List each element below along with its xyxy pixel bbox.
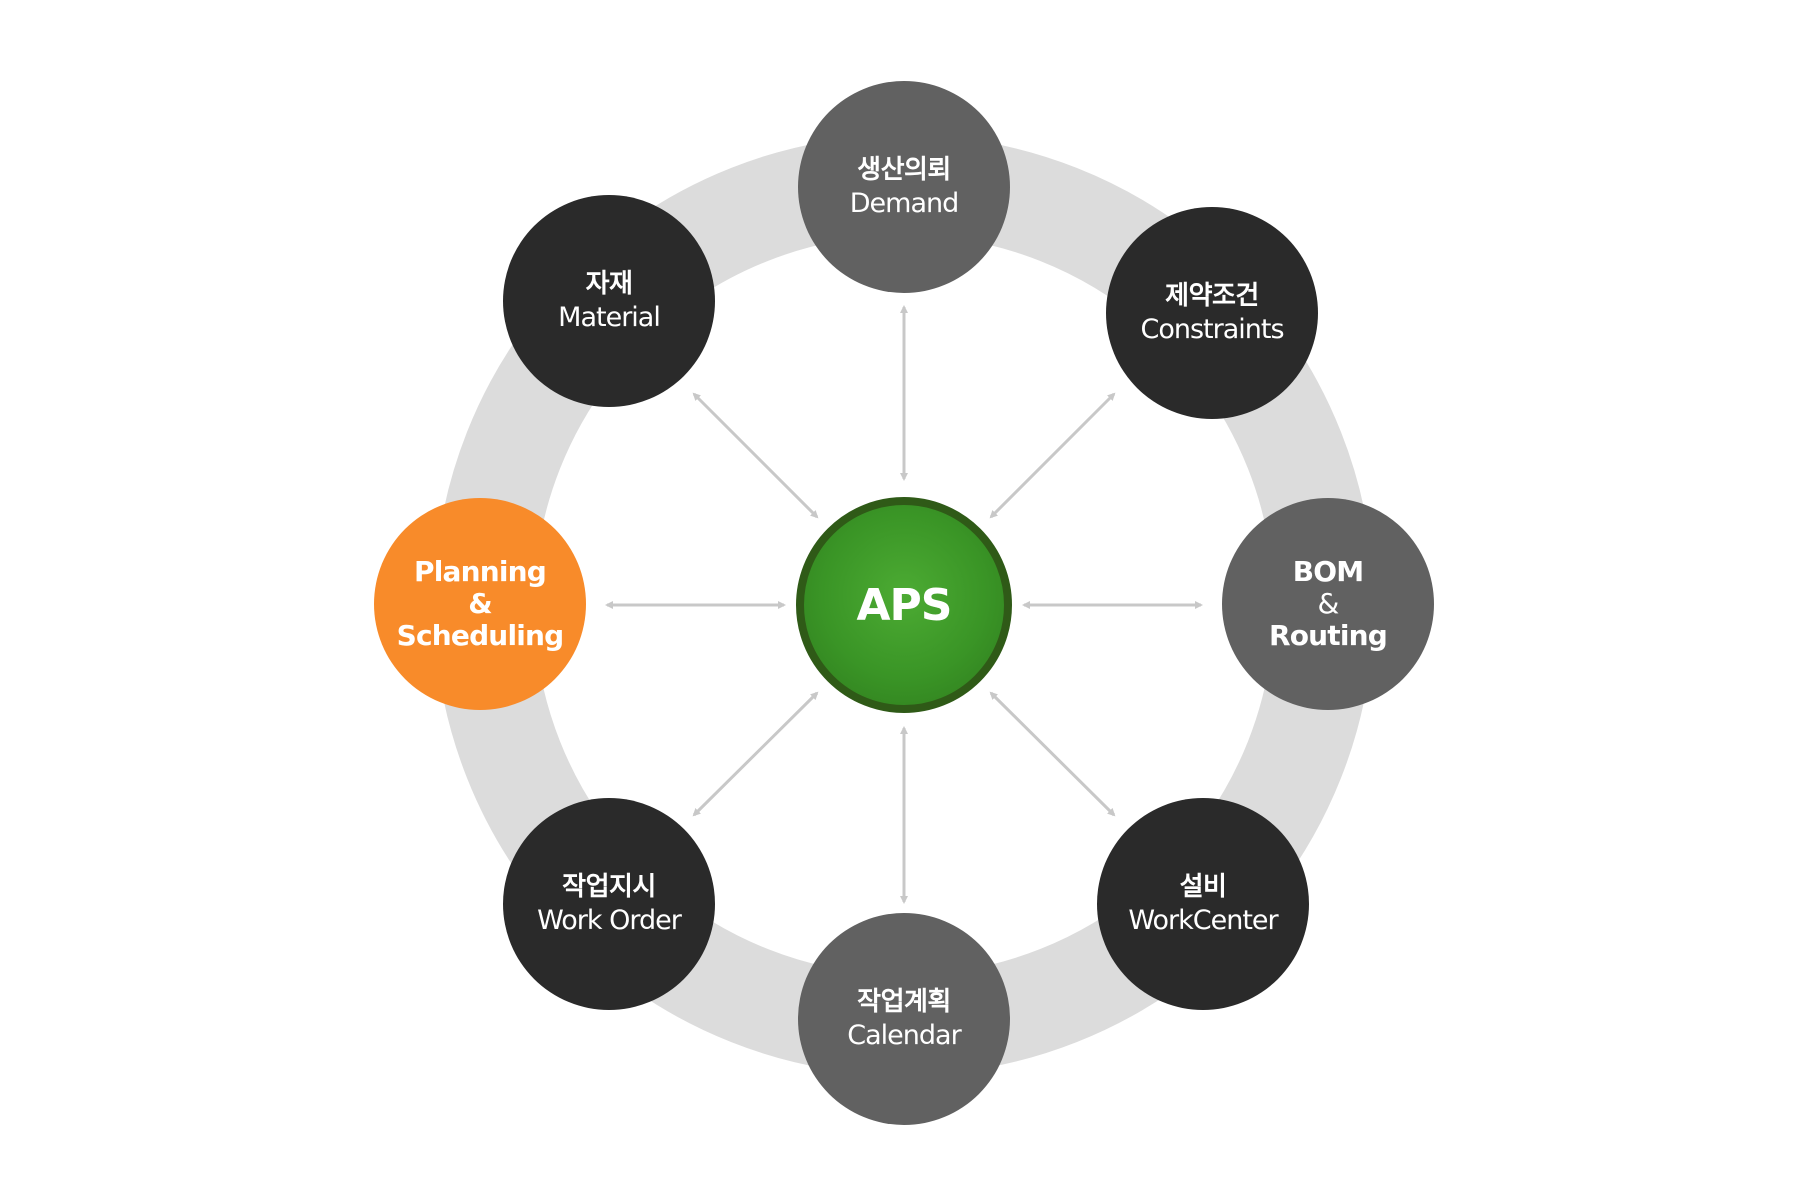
node-planning-scheduling-amp: & — [468, 587, 492, 620]
aps-center-label: APS — [856, 579, 953, 631]
node-material-en: Material — [558, 302, 661, 333]
node-bom-routing-top: BOM — [1292, 555, 1364, 588]
node-workcenter-ko: 설비 — [1179, 872, 1227, 902]
aps-center-node: APS — [796, 497, 1012, 713]
node-work-order: 작업지시 Work Order — [503, 798, 715, 1010]
node-material: 자재 Material — [503, 195, 715, 407]
node-planning-scheduling-top: Planning — [413, 555, 547, 588]
node-planning-scheduling: Planning & Scheduling — [374, 498, 586, 710]
node-material-ko: 자재 — [585, 269, 633, 299]
node-calendar: 작업계획 Calendar — [798, 913, 1010, 1125]
node-demand-ko: 생산의뢰 — [857, 155, 951, 185]
connector-arrows — [605, 305, 1203, 904]
node-bom-routing: BOM & Routing — [1222, 498, 1434, 710]
node-constraints-ko: 제약조건 — [1165, 281, 1259, 311]
node-bom-routing-bottom: Routing — [1268, 619, 1388, 652]
node-work-order-en: Work Order — [537, 905, 682, 936]
arrow-material — [692, 392, 819, 519]
node-planning-scheduling-bottom: Scheduling — [396, 619, 565, 652]
node-workcenter-en: WorkCenter — [1128, 905, 1278, 936]
node-calendar-ko: 작업계획 — [857, 987, 951, 1017]
node-workcenter: 설비 WorkCenter — [1097, 798, 1309, 1010]
node-demand: 생산의뢰 Demand — [798, 81, 1010, 293]
node-constraints: 제약조건 Constraints — [1106, 207, 1318, 419]
node-demand-en: Demand — [849, 188, 959, 219]
node-bom-routing-amp: & — [1317, 587, 1339, 620]
node-work-order-ko: 작업지시 — [562, 872, 656, 902]
arrow-workcenter — [989, 691, 1116, 817]
node-constraints-en: Constraints — [1140, 314, 1284, 345]
node-calendar-en: Calendar — [847, 1020, 961, 1051]
arrow-work-order — [692, 691, 819, 817]
arrow-constraints — [989, 392, 1116, 519]
